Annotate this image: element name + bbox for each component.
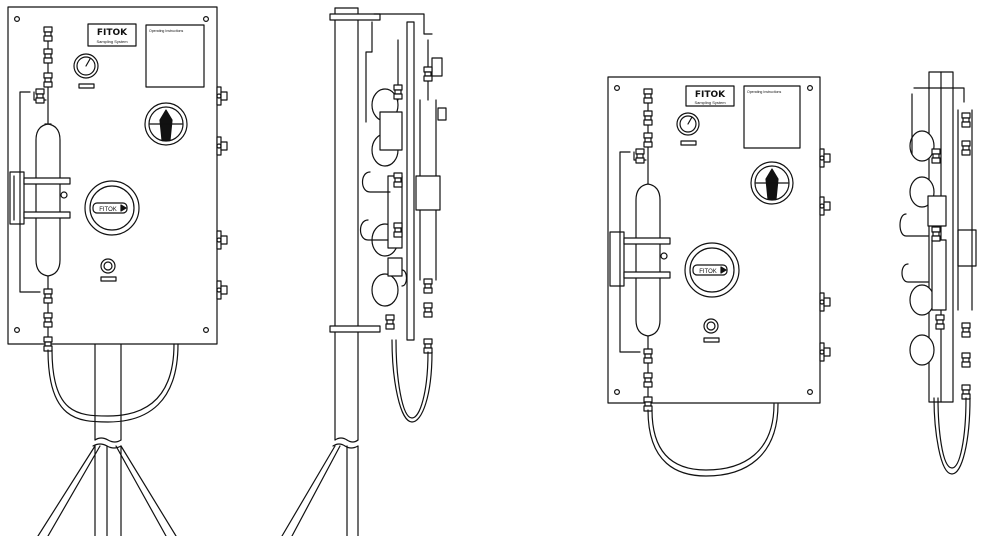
pressure-gauge-icon	[676, 112, 700, 146]
instruction-title: Operating Instructions	[149, 29, 183, 33]
front-view: FITOK Sampling System Operating Instruct…	[7, 6, 228, 536]
flange-connector	[216, 86, 228, 106]
flange-connector	[819, 342, 831, 362]
logo-subtitle: Sampling System	[694, 100, 726, 105]
logo-text: FITOK	[97, 28, 128, 38]
panel-edge	[406, 21, 415, 341]
flange-connector	[216, 136, 228, 156]
flange-connector	[819, 148, 831, 168]
valve-label: FITOK	[99, 207, 117, 213]
valve-label: FITOK	[699, 269, 717, 275]
flange-discs	[909, 130, 935, 366]
logo-badge: FITOK Sampling System	[685, 85, 735, 107]
logo-badge: FITOK Sampling System	[87, 23, 137, 47]
pipe-stand	[37, 343, 177, 536]
pressure-gauge-icon	[73, 53, 99, 89]
selector-valve-knob	[144, 102, 188, 146]
flange-connector	[216, 280, 228, 300]
instruction-plate	[743, 85, 801, 149]
instruction-title: Operating Instructions	[747, 90, 781, 94]
small-gauge-icon	[100, 258, 117, 282]
side-view-compact	[899, 71, 977, 475]
front-view-compact: FITOK Sampling System Operating Instruct…	[607, 76, 831, 477]
valve-dial: FITOK	[84, 180, 140, 236]
flange-connector	[819, 292, 831, 312]
flange-connector	[216, 230, 228, 250]
instruction-plate	[145, 24, 205, 88]
tubing-front	[19, 26, 179, 423]
selector-valve-knob	[750, 161, 794, 205]
logo-subtitle: Sampling System	[96, 39, 128, 44]
logo-text: FITOK	[695, 90, 726, 100]
small-gauge-icon	[703, 318, 720, 343]
side-view	[281, 7, 447, 536]
flange-connector	[819, 196, 831, 216]
valve-dial: FITOK	[684, 242, 740, 298]
tubing-front	[619, 88, 779, 477]
